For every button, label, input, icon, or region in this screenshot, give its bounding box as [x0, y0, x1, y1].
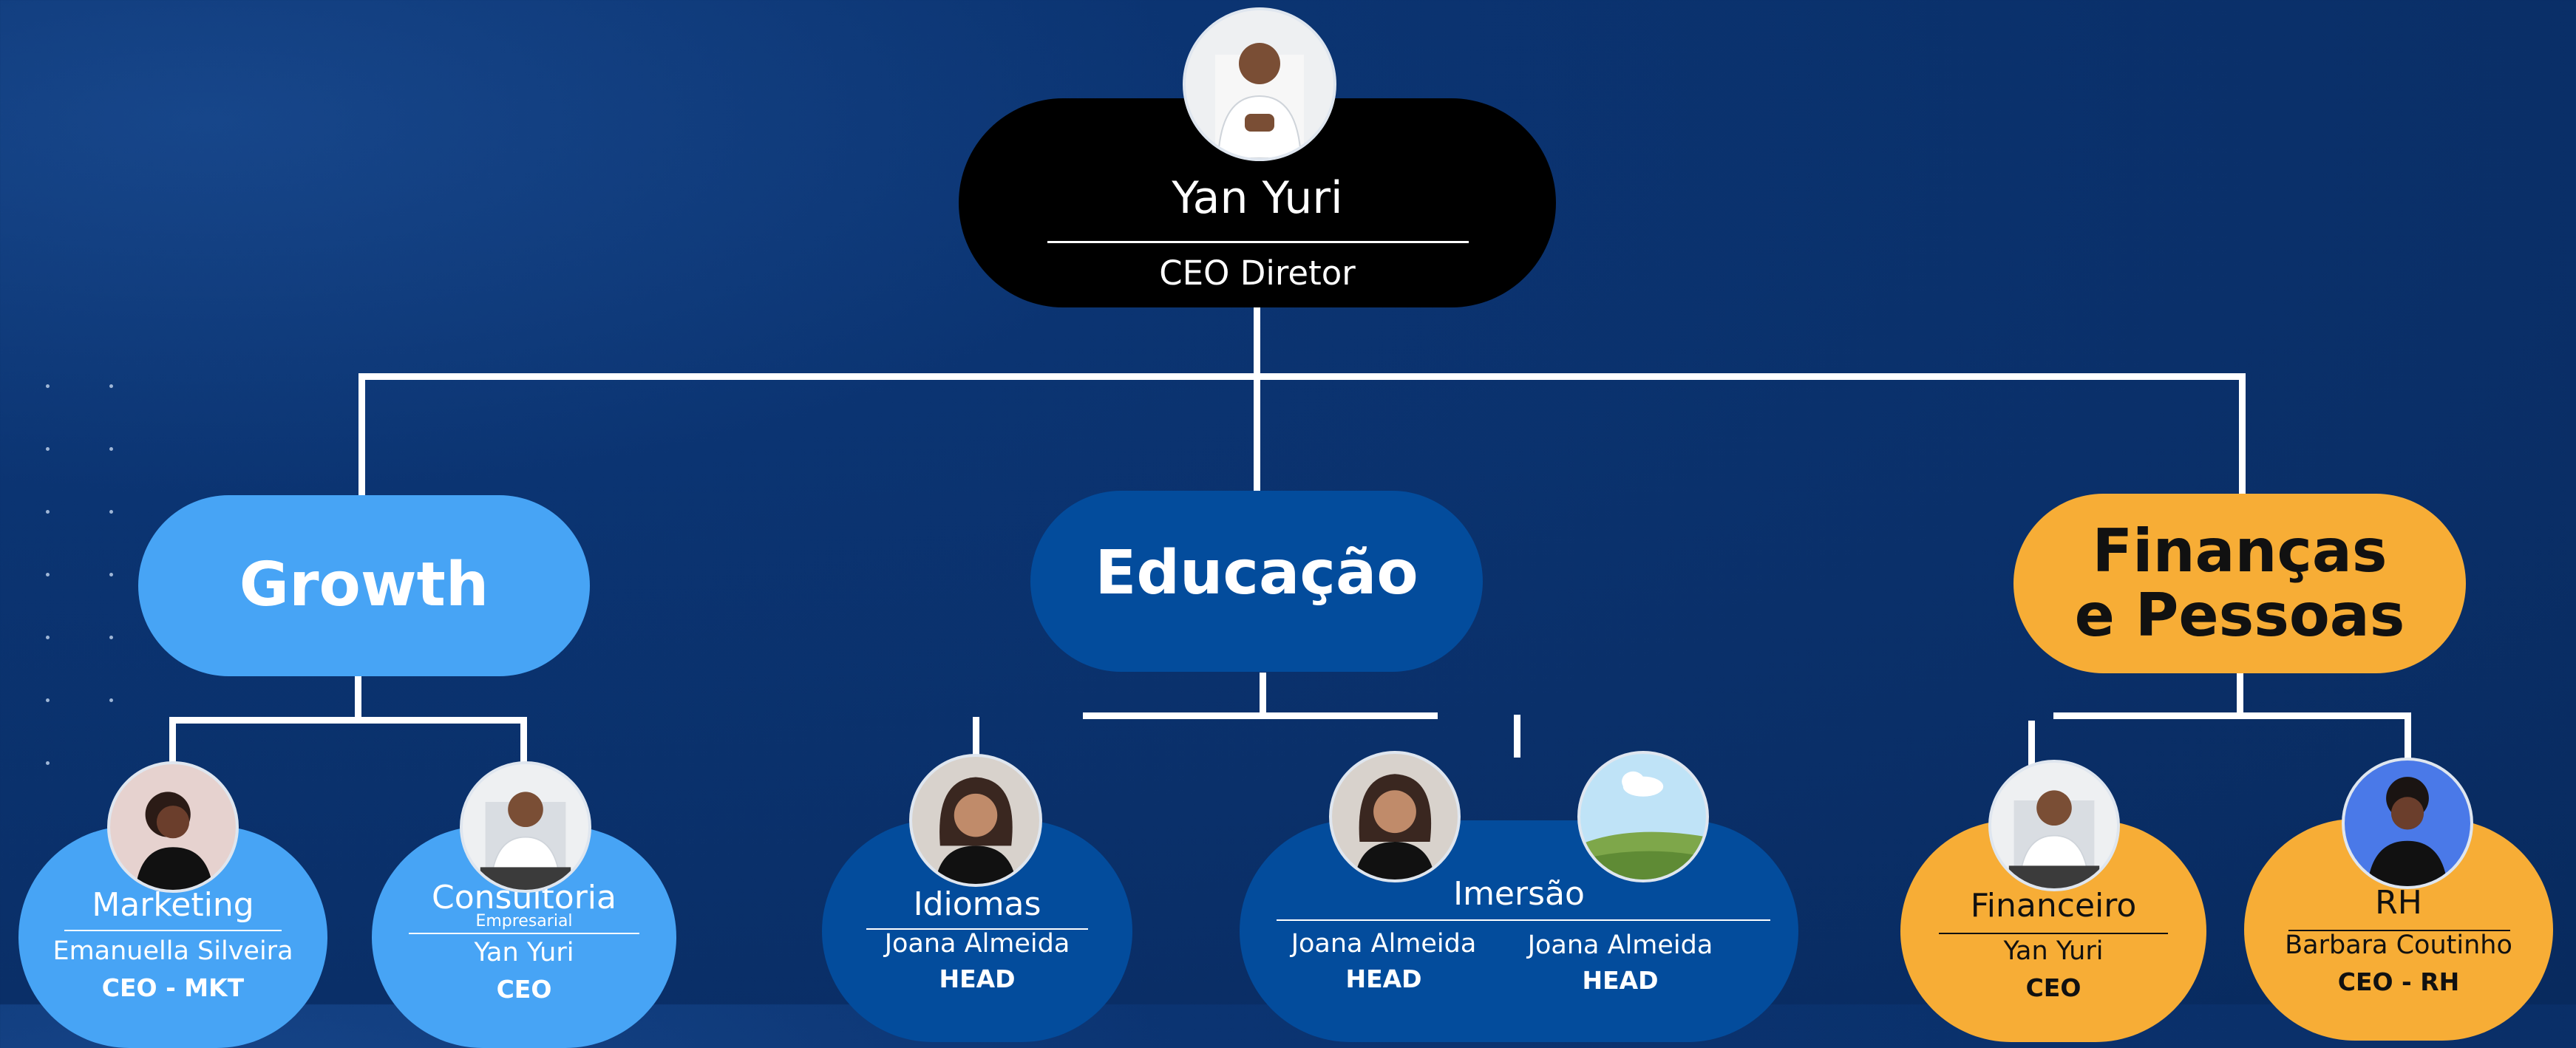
rh-person: Barbara Coutinho [2285, 930, 2512, 960]
ceo-node[interactable]: Yan Yuri CEO Diretor [959, 98, 1556, 307]
financeiro-divider [1939, 933, 2168, 934]
rh-title: RH [2375, 884, 2422, 922]
department-educacao-title: Educação [1095, 538, 1418, 609]
rh-role: CEO - RH [2337, 967, 2460, 996]
imersao-divider [1277, 919, 1770, 921]
financeiro-role: CEO [2025, 973, 2081, 1002]
department-financas-title-line1: Finanças [2092, 517, 2388, 586]
unit-imersao[interactable]: Imersão Joana Almeida HEAD Joana Almeida… [1240, 820, 1798, 1042]
marketing-divider [64, 930, 282, 931]
consultoria-photo-icon [460, 761, 591, 893]
idiomas-divider [866, 928, 1088, 930]
department-growth-title: Growth [239, 550, 489, 621]
ceo-photo-icon [1183, 7, 1336, 161]
imersao-photo-2-icon [1577, 751, 1709, 882]
ceo-role: CEO Diretor [1159, 254, 1356, 293]
idiomas-role: HEAD [939, 964, 1016, 993]
consultoria-role: CEO [496, 975, 552, 1004]
idiomas-person: Joana Almeida [884, 929, 1070, 959]
idiomas-title: Idiomas [913, 885, 1041, 923]
imersao-role-2: HEAD [1582, 966, 1659, 995]
marketing-photo-icon [107, 761, 239, 893]
marketing-title: Marketing [92, 886, 254, 924]
marketing-role: CEO - MKT [101, 973, 245, 1002]
imersao-photo-1-icon [1329, 751, 1461, 882]
imersao-role-1: HEAD [1345, 964, 1422, 993]
consultoria-subtitle: Empresarial [475, 912, 573, 930]
financeiro-person: Yan Yuri [2003, 936, 2104, 966]
imersao-person-1: Joana Almeida [1291, 929, 1477, 959]
department-financas-title-line2: e Pessoas [2074, 580, 2405, 650]
department-educacao[interactable]: Educação [1030, 491, 1483, 672]
financeiro-title: Financeiro [1970, 887, 2137, 925]
department-growth[interactable]: Growth [138, 495, 590, 676]
ceo-divider [1047, 241, 1469, 243]
rh-divider [2288, 930, 2510, 931]
ceo-name: Yan Yuri [1172, 172, 1343, 224]
financeiro-photo-icon [1988, 760, 2120, 891]
marketing-person: Emanuella Silveira [52, 936, 293, 966]
imersao-title: Imersão [1453, 875, 1585, 913]
department-financas[interactable]: Finanças e Pessoas [2013, 494, 2466, 673]
imersao-person-2: Joana Almeida [1527, 930, 1713, 960]
consultoria-divider [409, 933, 639, 934]
idiomas-photo-icon [909, 754, 1042, 887]
rh-photo-icon [2342, 758, 2473, 889]
consultoria-person: Yan Yuri [474, 938, 574, 967]
